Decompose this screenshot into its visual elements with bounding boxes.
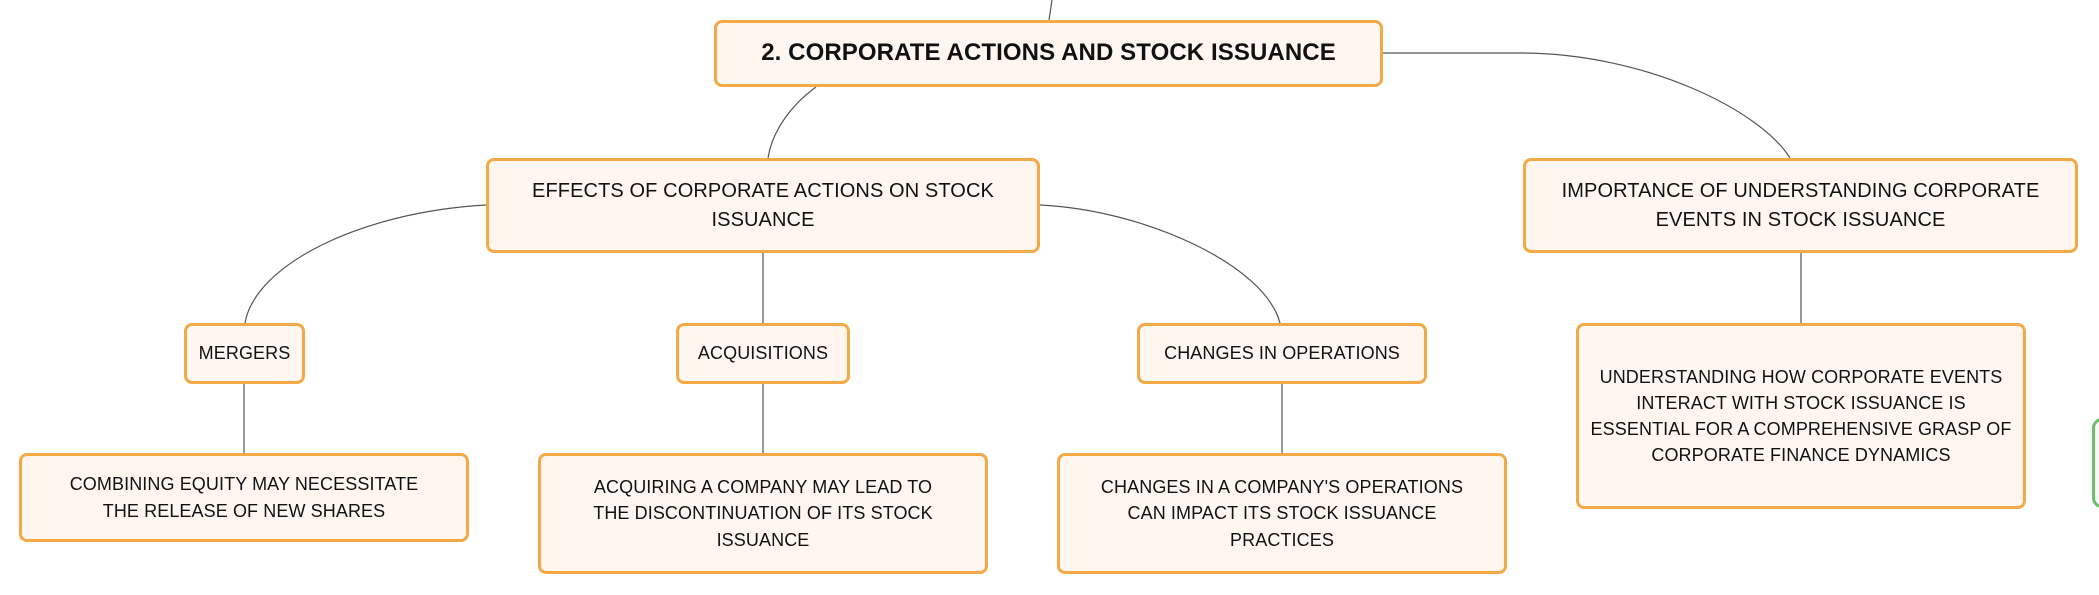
acquisitions-node[interactable]: ACQUISITIONS (676, 323, 850, 384)
connector-root-to-importance (1383, 52, 1791, 159)
mergers-detail-text: COMBINING EQUITY MAY NECESSITATE THE REL… (69, 474, 419, 521)
changes-in-operations-node[interactable]: CHANGES IN OPERATIONS (1137, 323, 1427, 384)
importance-detail-text: UNDERSTANDING HOW CORPORATE EVENTS INTER… (1590, 366, 2012, 466)
acquisitions-detail-node[interactable]: ACQUIRING A COMPANY MAY LEAD TO THE DISC… (538, 453, 988, 574)
changes-detail-text: CHANGES IN A COMPANY'S OPERATIONS CAN IM… (1100, 477, 1464, 550)
connector-effects-to-mergers (244, 204, 487, 324)
root-node-label: 2. CORPORATE ACTIONS AND STOCK ISSUANCE (761, 39, 1336, 67)
effects-node-label: EFFECTS OF CORPORATE ACTIONS ON STOCK IS… (532, 179, 994, 231)
partial-offscreen-node[interactable] (2092, 418, 2099, 508)
connector-parent-to-root (1048, 0, 1053, 21)
mergers-detail-node[interactable]: COMBINING EQUITY MAY NECESSITATE THE REL… (19, 453, 469, 542)
acquisitions-node-label: ACQUISITIONS (697, 343, 829, 364)
mergers-node[interactable]: MERGERS (184, 323, 305, 384)
connector-effects-to-changes (1039, 204, 1281, 324)
mergers-node-label: MERGERS (198, 343, 291, 364)
importance-node-label: IMPORTANCE OF UNDERSTANDING CORPORATE EV… (1561, 179, 2040, 231)
root-node[interactable]: 2. CORPORATE ACTIONS AND STOCK ISSUANCE (714, 20, 1383, 87)
changes-in-operations-node-label: CHANGES IN OPERATIONS (1164, 343, 1400, 364)
importance-node[interactable]: IMPORTANCE OF UNDERSTANDING CORPORATE EV… (1523, 158, 2078, 253)
acquisitions-detail-text: ACQUIRING A COMPANY MAY LEAD TO THE DISC… (593, 477, 933, 550)
connector-root-to-effects (767, 86, 817, 159)
importance-detail-node[interactable]: UNDERSTANDING HOW CORPORATE EVENTS INTER… (1576, 323, 2026, 509)
changes-detail-node[interactable]: CHANGES IN A COMPANY'S OPERATIONS CAN IM… (1057, 453, 1507, 574)
effects-node[interactable]: EFFECTS OF CORPORATE ACTIONS ON STOCK IS… (486, 158, 1040, 253)
